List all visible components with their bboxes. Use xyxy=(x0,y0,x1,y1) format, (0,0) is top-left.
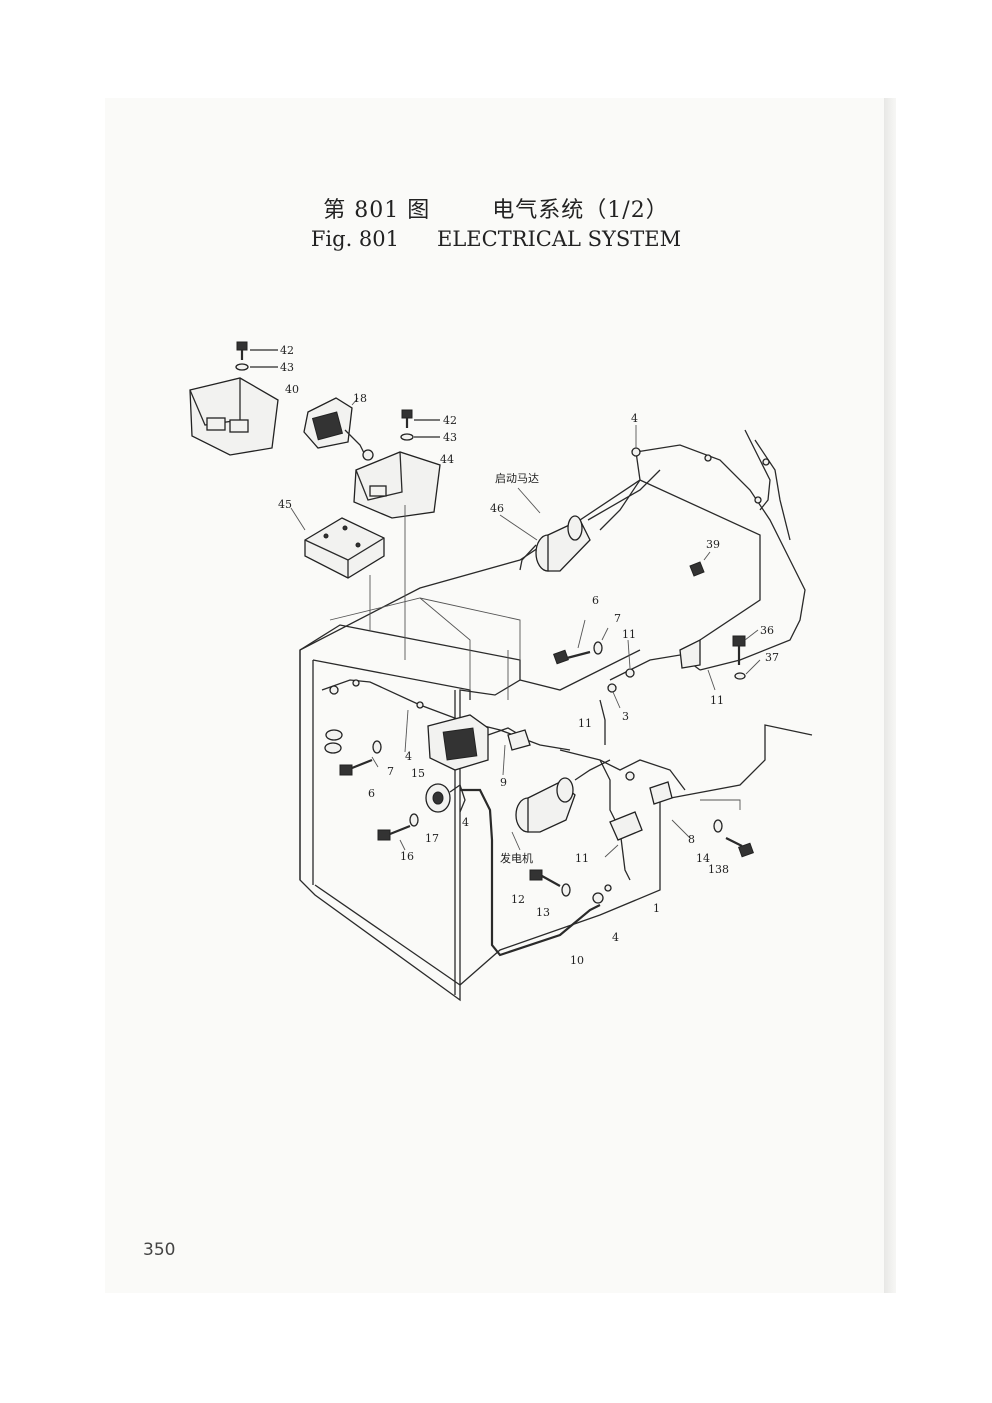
bolt-6-lower xyxy=(339,740,382,776)
bolt-12 xyxy=(529,869,571,897)
work-lamp-18 xyxy=(303,397,374,461)
callout-7: 7 xyxy=(614,612,621,625)
bracket-44 xyxy=(353,451,441,660)
callout-11: 11 xyxy=(622,628,636,641)
harness-left xyxy=(321,679,571,754)
relay-box xyxy=(427,714,531,776)
callout-46: 46 xyxy=(490,502,504,515)
callout-16: 16 xyxy=(400,850,414,863)
figure-title-cn: 电气系统（1/2） xyxy=(492,198,669,223)
callout-138: 138 xyxy=(708,863,729,876)
figure-title-chinese: 第 801 图 电气系统（1/2） xyxy=(0,192,992,224)
bolt-36 xyxy=(732,629,761,680)
callout-17: 17 xyxy=(425,832,439,845)
generator-label: 发电机 xyxy=(500,851,533,865)
harness-upper-right xyxy=(599,425,806,671)
figure-number-cn: 第 801 图 xyxy=(323,198,431,223)
scan-edge-shadow xyxy=(884,98,896,1293)
callout-11: 11 xyxy=(575,852,589,865)
callout-7: 7 xyxy=(387,765,394,778)
callout-1: 1 xyxy=(653,902,660,915)
callout-13: 13 xyxy=(536,906,550,919)
callout-39: 39 xyxy=(706,538,720,551)
bolt-6-upper xyxy=(553,619,609,665)
horn-15 xyxy=(425,783,466,813)
callout-4: 4 xyxy=(612,931,619,944)
callout-14: 14 xyxy=(696,852,710,865)
callout-10: 10 xyxy=(570,954,584,967)
bolt-16 xyxy=(377,813,419,851)
callout-40: 40 xyxy=(285,383,299,396)
callout-43: 43 xyxy=(443,431,457,444)
callout-8: 8 xyxy=(688,833,695,846)
terminal-plate-45 xyxy=(290,507,385,579)
figure-title-english: Fig. 801 ELECTRICAL SYSTEM xyxy=(0,227,992,251)
callout-45: 45 xyxy=(278,498,292,511)
page-number: 350 xyxy=(143,1240,176,1260)
callout-6: 6 xyxy=(368,787,375,800)
callout-4: 4 xyxy=(405,750,412,763)
callout-3: 3 xyxy=(622,710,629,723)
generator xyxy=(511,759,611,851)
bolt-39 xyxy=(689,551,711,577)
callout-4: 4 xyxy=(631,412,638,425)
callout-9: 9 xyxy=(500,776,507,789)
starter-motor-label: 启动马达 xyxy=(495,472,539,485)
callout-18: 18 xyxy=(353,392,367,405)
callout-42: 42 xyxy=(280,344,294,357)
bolt-138 xyxy=(713,819,754,858)
bolt-42-mid xyxy=(400,409,440,441)
starter-motor-46 xyxy=(499,469,661,572)
callout-42: 42 xyxy=(443,414,457,427)
callout-4: 4 xyxy=(462,816,469,829)
callout-11: 11 xyxy=(578,717,592,730)
callout-labels: 42 43 40 18 42 43 44 45 46 4 39 6 7 11 3… xyxy=(278,344,779,967)
figure-number-en: Fig. 801 xyxy=(310,227,400,251)
harness-lower xyxy=(460,699,691,957)
bracket-40 xyxy=(189,377,279,456)
callout-6: 6 xyxy=(592,594,599,607)
harness-clip-area xyxy=(607,638,716,709)
callout-36: 36 xyxy=(760,624,774,637)
callout-11: 11 xyxy=(710,694,724,707)
callout-37: 37 xyxy=(765,651,779,664)
callout-44: 44 xyxy=(440,453,454,466)
callout-15: 15 xyxy=(411,767,425,780)
callout-43: 43 xyxy=(280,361,294,374)
figure-title-en: ELECTRICAL SYSTEM xyxy=(437,227,682,251)
bolt-42-top xyxy=(235,341,278,371)
callout-12: 12 xyxy=(511,893,525,906)
scanned-page xyxy=(105,98,887,1293)
